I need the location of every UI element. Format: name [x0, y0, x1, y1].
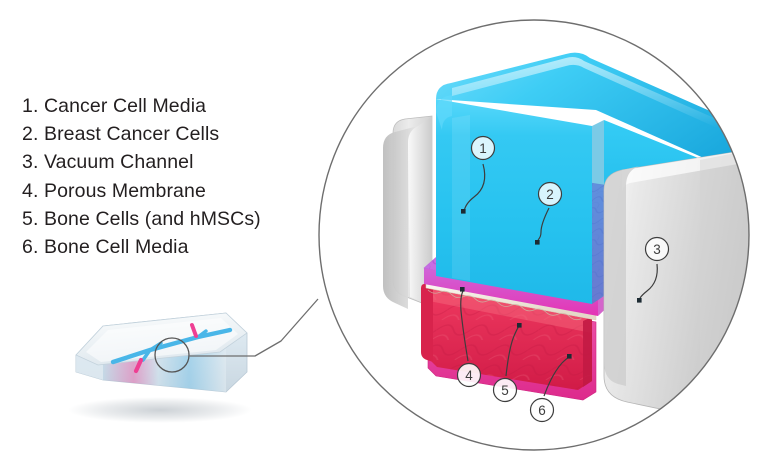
callout-5-number: 5 — [501, 383, 509, 398]
callout-5-dot — [517, 323, 522, 328]
callout-2-number: 2 — [546, 187, 554, 202]
callout-1-circle — [470, 135, 496, 161]
callout-4-dot — [460, 287, 465, 292]
magnifier-leader-line — [189, 298, 319, 357]
callout-5-leader — [505, 325, 520, 377]
legend: 1. Cancer Cell Media 2. Breast Cancer Ce… — [22, 92, 297, 261]
callout-markers: 1 2 3 4 — [456, 135, 670, 423]
callout-5-circle — [492, 377, 518, 403]
bone-cells-right-cap — [583, 317, 592, 387]
callout-3-circle — [644, 236, 670, 262]
legend-item-2: 2. Breast Cancer Cells — [22, 123, 220, 146]
callout-4-leader — [460, 290, 469, 362]
legend-item-1: 1. Cancer Cell Media — [22, 95, 207, 117]
vacuum-channel-left — [383, 115, 433, 309]
callout-2-leader — [537, 207, 550, 241]
callout-1-dot — [461, 209, 466, 214]
callout-6: 6 — [529, 354, 572, 423]
callout-1-leader — [463, 163, 486, 213]
legend-item-5: 5. Bone Cells (and hMSCs) — [22, 207, 261, 230]
blue-channel-top-face — [436, 52, 749, 183]
callout-4-number: 4 — [465, 368, 473, 383]
chip-shadow — [68, 397, 252, 423]
chip-channel-blue-main — [110, 327, 233, 365]
magnified-circle-outline — [318, 19, 750, 451]
callout-4: 4 — [456, 287, 482, 388]
callout-2-circle — [537, 181, 563, 207]
legend-item-4: 4. Porous Membrane — [22, 179, 206, 202]
microfluidic-chip-device — [68, 312, 252, 423]
callout-3-leader — [639, 263, 658, 299]
chip-channel-pink-left — [133, 357, 144, 374]
legend-item-3: 3. Vacuum Channel — [22, 151, 194, 174]
chip-channel-blue-branch-a — [141, 348, 152, 362]
blue-channel-fold — [592, 120, 604, 304]
chip-channel-pink-right — [190, 323, 198, 338]
callout-2: 2 — [535, 181, 563, 245]
magnifier-circle — [154, 337, 190, 373]
callout-1: 1 — [461, 135, 496, 214]
callout-6-circle — [529, 397, 555, 423]
vacuum-channel-right-top-sheen — [622, 148, 749, 195]
blue-channel-corner-highlight — [436, 95, 452, 130]
chip-channel-blue-branch-c — [196, 329, 208, 339]
magnified-cross-section — [318, 19, 750, 451]
callout-5: 5 — [492, 323, 522, 403]
bone-cells-highlight — [429, 286, 592, 333]
vacuum-channel-right-left-edge — [604, 166, 640, 386]
vacuum-channel-right — [603, 147, 749, 431]
blue-channel-sheen — [452, 57, 744, 140]
callout-3-number: 3 — [653, 242, 661, 257]
callout-6-number: 6 — [538, 403, 546, 418]
vacuum-channel-left-inner — [383, 126, 418, 309]
callout-2-dot — [535, 240, 540, 245]
callout-1-number: 1 — [479, 141, 487, 156]
callout-4-circle — [456, 362, 482, 388]
legend-item-6: 6. Bone Cell Media — [22, 236, 189, 259]
callout-3: 3 — [637, 236, 670, 303]
membrane-pores — [427, 289, 582, 321]
callout-6-dot — [567, 354, 572, 359]
vacuum-channel-left-face — [408, 116, 432, 307]
chip-top-inner — [86, 318, 238, 362]
vacuum-channel-right-shade — [700, 148, 749, 430]
callout-3-dot — [637, 298, 642, 303]
bone-cells-left-cap — [421, 283, 433, 362]
